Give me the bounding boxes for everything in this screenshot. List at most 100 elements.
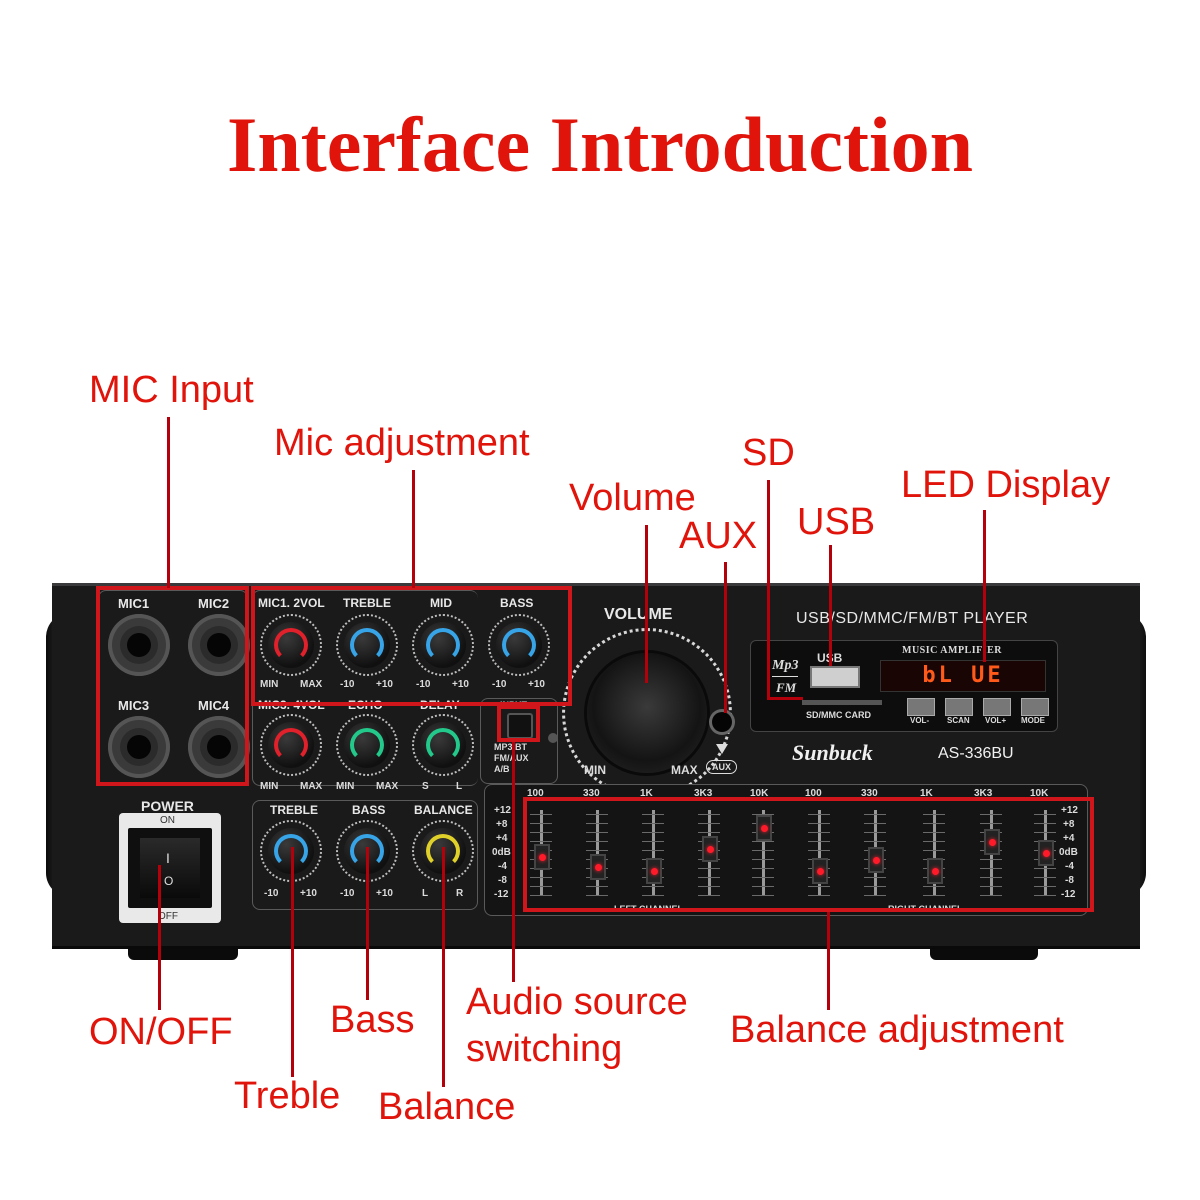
aux-jack[interactable] xyxy=(712,712,732,732)
power-rocker-switch[interactable] xyxy=(140,838,200,898)
eq-freq: 100 xyxy=(805,788,822,799)
mic-mid-min: -10 xyxy=(416,679,431,690)
mic1-jack[interactable] xyxy=(108,614,170,676)
eq-slider-tick xyxy=(864,832,886,833)
eq-freq: 100 xyxy=(527,788,544,799)
eq-slider-tick xyxy=(752,886,774,887)
volume-max: MAX xyxy=(671,763,698,777)
source-opt-mp3bt: MP3/BT xyxy=(494,742,528,752)
eq-slider-tick xyxy=(586,850,608,851)
rocker-on-mark: I xyxy=(166,850,170,866)
mode-button[interactable] xyxy=(1021,698,1049,716)
eq-slider-tick xyxy=(923,823,945,824)
vol-plus-label: VOL+ xyxy=(985,716,1007,725)
eq-slider-tick xyxy=(586,886,608,887)
eq-slider-tick xyxy=(530,886,552,887)
eq-slider-tick xyxy=(698,868,720,869)
echo-max: MAX xyxy=(376,781,399,792)
mic-bass-label: BASS xyxy=(500,596,534,610)
callout-audio-source-2: switching xyxy=(466,1028,623,1070)
eq-slider-10k-left[interactable] xyxy=(756,814,772,841)
eq-db-label: -4 xyxy=(1065,861,1074,872)
eq-db-label: -12 xyxy=(494,889,509,900)
mic-mid-ring xyxy=(426,628,460,662)
scan-button[interactable] xyxy=(945,698,973,716)
eq-db-label: +12 xyxy=(494,805,511,816)
mic34vol-max: MAX xyxy=(300,781,323,792)
eq-slider-tick xyxy=(642,832,664,833)
eq-slider-tick xyxy=(808,841,830,842)
eq-slider-track xyxy=(652,810,655,896)
eq-slider-tick xyxy=(586,832,608,833)
leader-sd xyxy=(767,480,770,700)
usb-port[interactable] xyxy=(810,666,860,688)
mic-treble-max: +10 xyxy=(376,679,393,690)
vol-minus-label: VOL- xyxy=(910,716,930,725)
vol-minus-button[interactable] xyxy=(907,698,935,716)
eq-slider-3k3-right[interactable] xyxy=(984,829,1000,856)
eq-db-label: 0dB xyxy=(492,847,511,858)
mic34vol-scale xyxy=(260,714,322,776)
eq-slider-tick xyxy=(923,895,945,896)
echo-scale xyxy=(336,714,398,776)
mic2-label: MIC2 xyxy=(198,596,230,611)
eq-slider-tick xyxy=(980,823,1002,824)
eq-slider-tick xyxy=(752,877,774,878)
mic4-jack[interactable] xyxy=(188,716,250,778)
eq-db-label: +8 xyxy=(1063,819,1075,830)
source-switch-button[interactable] xyxy=(507,713,533,739)
sd-card-slot[interactable] xyxy=(802,700,882,705)
echo-min: MIN xyxy=(336,781,355,792)
treble-ring xyxy=(274,834,308,868)
eq-slider-tick xyxy=(698,814,720,815)
eq-freq: 10K xyxy=(1030,788,1049,799)
eq-freq: 1K xyxy=(920,788,933,799)
eq-slider-tick xyxy=(1034,895,1056,896)
volume-min: MIN xyxy=(584,763,606,777)
eq-slider-tick xyxy=(808,823,830,824)
fm-logo: FM xyxy=(776,680,797,695)
mic-treble-min: -10 xyxy=(340,679,355,690)
eq-slider-tick xyxy=(752,868,774,869)
mic2-jack[interactable] xyxy=(188,614,250,676)
eq-slider-tick xyxy=(752,895,774,896)
leader-usb xyxy=(829,545,832,666)
eq-freq: 330 xyxy=(861,788,878,799)
mic12vol-scale xyxy=(260,614,322,676)
callout-aux: AUX xyxy=(679,515,758,557)
eq-slider-3k3-left[interactable] xyxy=(702,836,718,863)
eq-slider-330-right[interactable] xyxy=(868,847,884,874)
eq-slider-tick xyxy=(980,886,1002,887)
eq-slider-tick xyxy=(586,841,608,842)
eq-slider-1k-left[interactable] xyxy=(646,857,662,884)
eq-slider-10k-right[interactable] xyxy=(1038,840,1054,866)
power-off-label: OFF xyxy=(158,911,178,922)
mic1-label: MIC1 xyxy=(118,596,150,611)
eq-slider-tick xyxy=(980,877,1002,878)
eq-slider-330-left[interactable] xyxy=(590,854,606,881)
eq-slider-tick xyxy=(752,814,774,815)
eq-slider-tick xyxy=(864,886,886,887)
eq-slider-tick xyxy=(1034,814,1056,815)
callout-sd: SD xyxy=(742,432,795,474)
eq-db-label: +4 xyxy=(496,833,508,844)
eq-slider-1k-right[interactable] xyxy=(927,857,943,884)
eq-slider-100-left[interactable] xyxy=(534,843,550,870)
eq-slider-tick xyxy=(530,877,552,878)
treble-label: TREBLE xyxy=(270,803,318,817)
callout-audio-source: Audio source xyxy=(466,981,688,1023)
mic3-jack[interactable] xyxy=(108,716,170,778)
leader-on-off xyxy=(158,865,161,1010)
delay-s: S xyxy=(422,781,429,792)
mic-mid-scale xyxy=(412,614,474,676)
eq-slider-tick xyxy=(642,895,664,896)
eq-slider-tick xyxy=(698,832,720,833)
eq-slider-tick xyxy=(864,814,886,815)
eq-slider-100-right[interactable] xyxy=(812,857,828,884)
eq-slider-track xyxy=(933,810,936,896)
eq-slider-tick xyxy=(642,841,664,842)
rocker-off-mark: O xyxy=(164,874,174,888)
mic12vol-ring xyxy=(274,628,308,662)
vol-plus-button[interactable] xyxy=(983,698,1011,716)
leader-mic-input xyxy=(167,417,170,588)
